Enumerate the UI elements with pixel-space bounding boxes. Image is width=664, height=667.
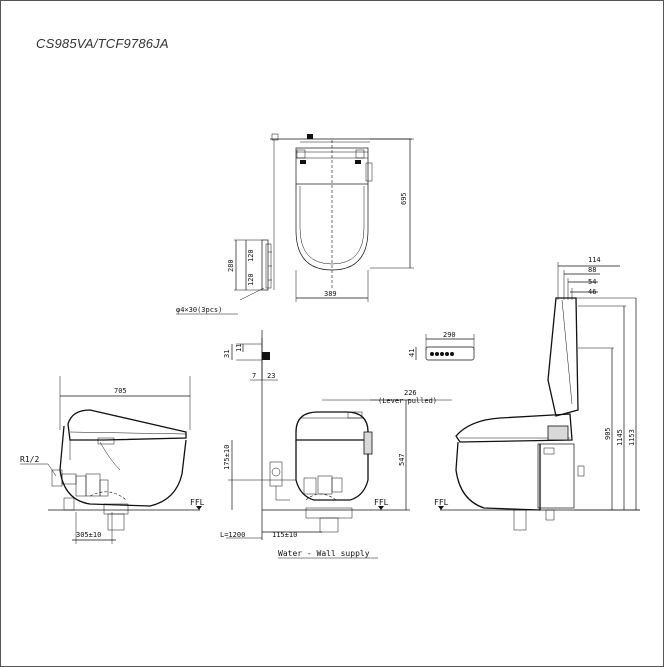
right-side-view: 114 88 54 46 FFL 905 1145 [434,256,640,531]
bracket-side-dim-23: 23 [267,372,275,380]
right-top-dim-54: 54 [588,278,596,286]
right-height-dim-905: 905 [604,427,612,440]
right-floor-label: FFL [434,498,449,507]
panel-width-dim: 290 [443,331,456,339]
left-length-dim: 705 [114,387,127,395]
remote-dim-lower: 120 [247,273,255,286]
bracket-side-dim-31: 31 [223,350,231,358]
right-top-dim-88: 88 [588,266,596,274]
top-view: 695 389 [270,133,414,302]
top-width-dim: 389 [324,290,337,298]
front-height-dim: 547 [398,453,406,466]
left-side-view: 705 FFL R1/2 305±10 [20,376,205,544]
supply-offset-dim: 115±10 [272,531,297,539]
screw-label: φ4×30(3pcs) [176,306,222,314]
right-top-dim-114: 114 [588,256,601,264]
right-top-dim-46: 46 [588,288,596,296]
lever-note: (Lever pulled) [378,397,437,405]
right-height-dim-1153: 1153 [628,429,636,446]
front-floor-label: FFL [374,498,389,507]
bracket-side-dim-7: 7 [252,372,256,380]
control-panel: 290 41 [408,331,475,361]
top-depth-dim: 695 [400,192,408,205]
panel-height-dim: 41 [408,349,416,357]
remote-bracket: 280 120 120 φ4×30(3pcs) 31 11 7 23 [176,239,278,381]
front-view: 226 (Lever pulled) FFL 547 175±10 L=1200 [220,330,452,559]
left-offset-dim: 305±10 [76,531,101,539]
left-floor-label: FFL [190,498,205,507]
right-height-dim-1145: 1145 [616,429,624,446]
remote-dim-upper: 120 [247,249,255,262]
hose-length-label: L=1200 [220,531,245,539]
supply-caption: Water - Wall supply [278,549,370,558]
supply-height-dim: 175±10 [223,445,231,470]
model-title: CS985VA/TCF9786JA [36,36,169,51]
remote-height-dim: 280 [227,259,235,272]
pipe-thread-label: R1/2 [20,455,39,464]
bracket-side-dim-11: 11 [235,344,243,352]
lever-dim: 226 [404,389,417,397]
